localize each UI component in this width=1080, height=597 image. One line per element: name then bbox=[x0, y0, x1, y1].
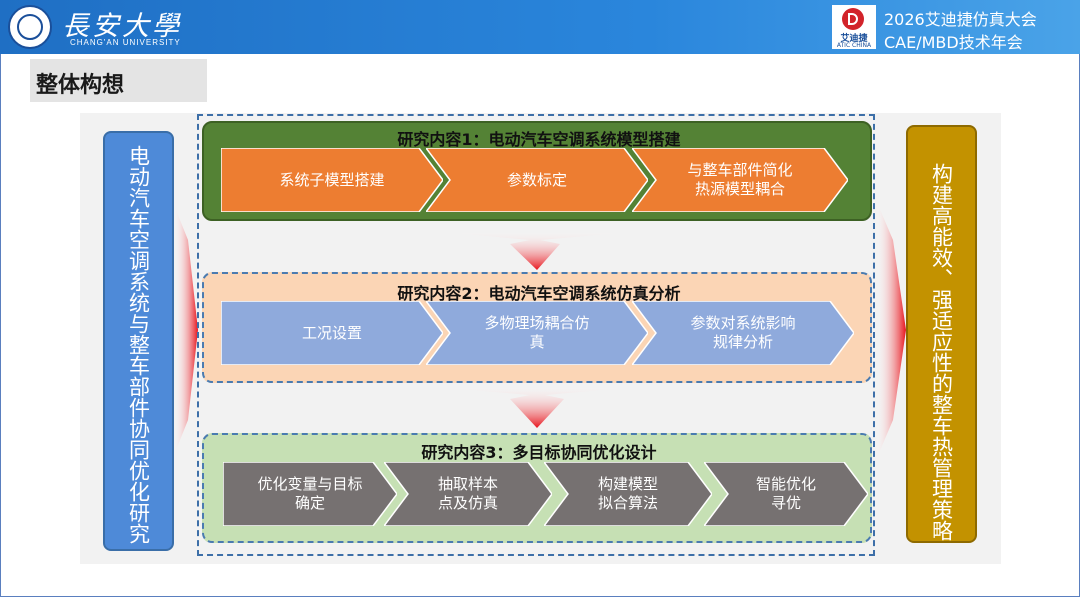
row-title: 研究内容3：多目标协同优化设计 bbox=[421, 443, 657, 462]
left-goal-label: 电动汽车空调系统与整车部件协同优化研究 bbox=[126, 145, 151, 544]
university-seal-logo bbox=[8, 5, 52, 49]
conference-logo-en: ATIC CHINA bbox=[836, 42, 872, 49]
header-bar: 長安大學 CHANG'AN UNIVERSITY 艾迪捷 ATIC CHINA … bbox=[0, 0, 1080, 54]
left-flow-arrow bbox=[174, 205, 198, 455]
step-chevron: 智能优化寻优 bbox=[704, 462, 868, 526]
step-label-line2: 拟合算法 bbox=[597, 494, 658, 512]
step-label-line2: 热源模型耦合 bbox=[694, 180, 785, 198]
step-label-line2: 规律分析 bbox=[712, 333, 773, 351]
step-label: 参数标定 bbox=[506, 170, 567, 189]
conference-title: 2026艾迪捷仿真大会 bbox=[884, 10, 1037, 29]
down-flow-arrow-1 bbox=[430, 231, 645, 270]
conference-logo-cn: 艾迪捷 bbox=[840, 34, 868, 44]
step-chevron: 系统子模型搭建 bbox=[221, 148, 443, 212]
university-name: 長安大學 bbox=[62, 11, 182, 42]
step-label: 构建模型 bbox=[597, 475, 658, 493]
step-label: 工况设置 bbox=[301, 323, 362, 342]
right-goal-bar: 构建高能效、强适应性的整车热管理策略 bbox=[906, 125, 977, 543]
down-flow-arrow-2 bbox=[420, 386, 650, 428]
row-title: 研究内容1：电动汽车空调系统模型搭建 bbox=[397, 130, 681, 149]
right-flow-arrow bbox=[876, 200, 906, 460]
page-title: 整体构想 bbox=[36, 73, 125, 98]
atic-logo-icon bbox=[842, 8, 864, 30]
step-chevron: 参数对系统影响规律分析 bbox=[632, 301, 854, 365]
step-label-line2: 真 bbox=[529, 333, 545, 351]
research-content-frame bbox=[197, 114, 875, 556]
conference-subtitle: CAE/MBD技术年会 bbox=[884, 33, 1023, 52]
conference-logo: 艾迪捷 ATIC CHINA bbox=[832, 5, 876, 49]
step-chevron: 优化变量与目标确定 bbox=[223, 462, 397, 526]
step-label: 优化变量与目标 bbox=[257, 475, 363, 493]
step-chevron: 多物理场耦合仿真 bbox=[426, 301, 648, 365]
step-label: 抽取样本 bbox=[437, 475, 498, 493]
step-label: 多物理场耦合仿 bbox=[484, 314, 590, 332]
step-label: 系统子模型搭建 bbox=[279, 170, 385, 189]
right-goal-label: 构建高能效、强适应性的整车热管理策略 bbox=[929, 163, 954, 541]
step-label: 参数对系统影响 bbox=[690, 314, 796, 332]
step-chevron: 构建模型拟合算法 bbox=[544, 462, 712, 526]
step-chevron: 抽取样本点及仿真 bbox=[384, 462, 552, 526]
left-goal-bar: 电动汽车空调系统与整车部件协同优化研究 bbox=[103, 131, 174, 551]
step-chevron: 工况设置 bbox=[221, 301, 443, 365]
step-label-line2: 点及仿真 bbox=[437, 494, 498, 512]
step-chevron: 参数标定 bbox=[426, 148, 648, 212]
step-chevron: 与整车部件简化热源模型耦合 bbox=[632, 148, 848, 212]
step-label-line2: 寻优 bbox=[770, 494, 801, 512]
step-label: 与整车部件简化 bbox=[687, 161, 793, 179]
step-label: 智能优化 bbox=[755, 475, 816, 493]
title-box bbox=[30, 59, 207, 102]
university-name-en: CHANG'AN UNIVERSITY bbox=[70, 38, 181, 47]
step-label-line2: 确定 bbox=[294, 494, 325, 512]
row-title: 研究内容2：电动汽车空调系统仿真分析 bbox=[397, 284, 681, 303]
